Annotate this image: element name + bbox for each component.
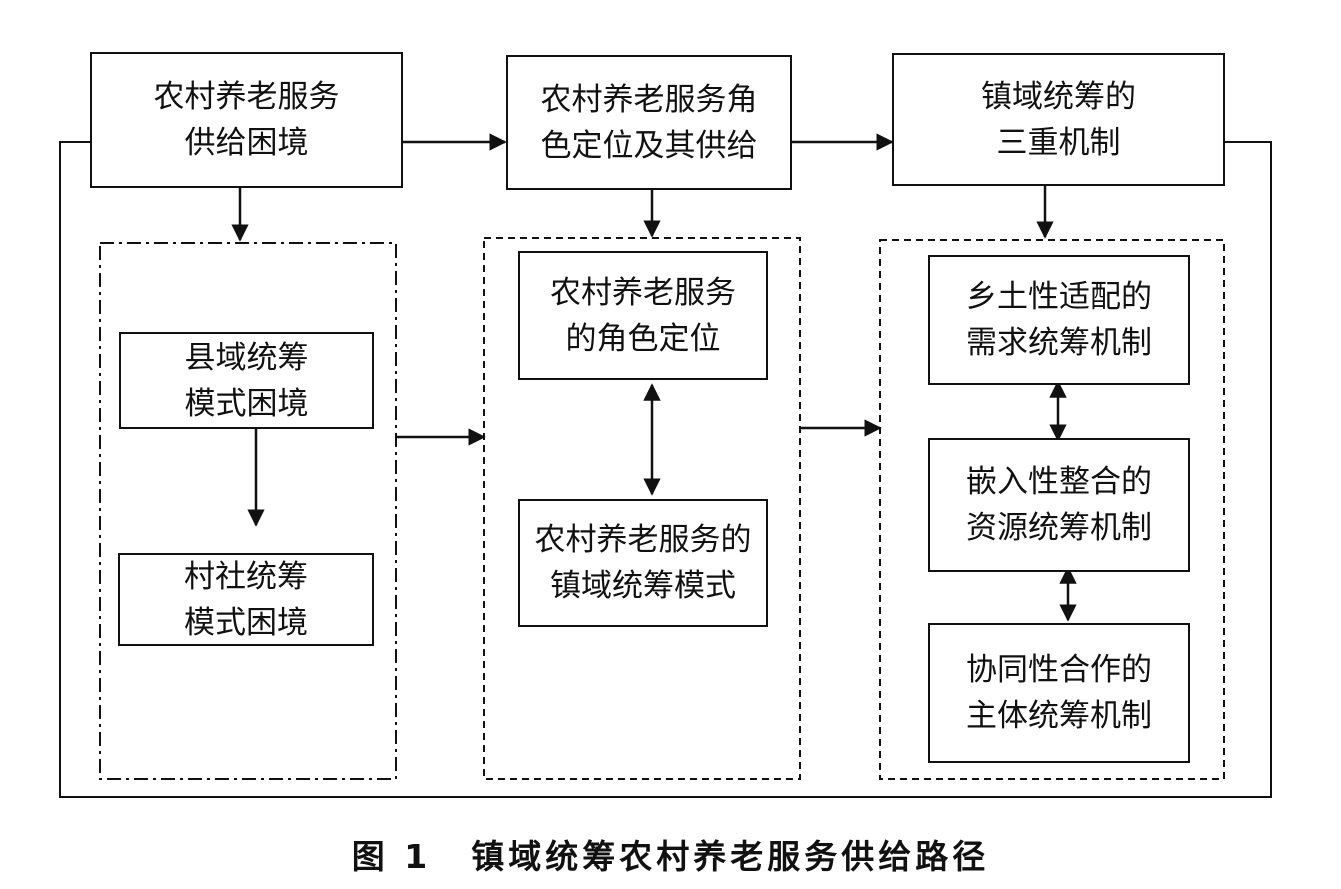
box-role-positioning-supply: 农村养老服务角 色定位及其供给 (506, 55, 792, 190)
figure-title: 镇域统筹农村养老服务供给路径 (471, 837, 990, 876)
group-frame-left (99, 242, 397, 780)
box-triple-mechanism-line2: 三重机制 (996, 124, 1121, 161)
group-frame-middle (483, 237, 801, 780)
figure-number: 图 1 (351, 837, 432, 876)
box-supply-dilemma-line1: 农村养老服务 (153, 79, 340, 115)
box-demand-mechanism-line2: 需求统筹机制 (966, 325, 1152, 361)
box-role-positioning-supply-line1: 农村养老服务角 (540, 81, 758, 118)
outer-loop-line (59, 141, 1272, 798)
box-resource-mechanism: 嵌入性整合的 资源统筹机制 (928, 438, 1190, 572)
box-supply-dilemma: 农村养老服务 供给困境 (90, 52, 403, 188)
figure-caption: 图 1 镇域统筹农村养老服务供给路径 (0, 830, 1341, 878)
box-village-dilemma-line1: 村社统筹 (184, 558, 308, 595)
box-town-model-line2: 镇域统筹模式 (550, 568, 736, 604)
box-county-dilemma: 县域统筹 模式困境 (119, 332, 374, 429)
box-triple-mechanism: 镇域统筹的 三重机制 (892, 53, 1225, 186)
box-town-model: 农村养老服务的 镇域统筹模式 (518, 499, 768, 627)
box-subject-mechanism-line2: 主体统筹机制 (966, 698, 1152, 734)
box-village-dilemma-line2: 模式困境 (184, 604, 308, 641)
box-demand-mechanism: 乡土性适配的 需求统筹机制 (928, 255, 1190, 385)
box-supply-dilemma-line2: 供给困境 (184, 125, 309, 161)
box-town-model-line1: 农村养老服务的 (534, 522, 752, 558)
box-resource-mechanism-line1: 嵌入性整合的 (966, 464, 1152, 500)
box-village-dilemma: 村社统筹 模式困境 (118, 553, 374, 646)
box-county-dilemma-line2: 模式困境 (184, 385, 309, 422)
box-role-positioning: 农村养老服务 的角色定位 (518, 251, 768, 380)
box-county-dilemma-line1: 县域统筹 (184, 339, 309, 376)
box-subject-mechanism: 协同性合作的 主体统筹机制 (928, 623, 1190, 763)
box-role-positioning-line1: 农村养老服务 (550, 274, 736, 311)
box-role-positioning-line2: 的角色定位 (565, 320, 721, 357)
box-resource-mechanism-line2: 资源统筹机制 (966, 510, 1152, 546)
box-demand-mechanism-line1: 乡土性适配的 (966, 279, 1152, 315)
group-frame-right (879, 239, 1225, 780)
box-subject-mechanism-line1: 协同性合作的 (966, 652, 1152, 688)
box-role-positioning-supply-line2: 色定位及其供给 (540, 127, 758, 164)
box-triple-mechanism-line1: 镇域统筹的 (981, 78, 1136, 115)
